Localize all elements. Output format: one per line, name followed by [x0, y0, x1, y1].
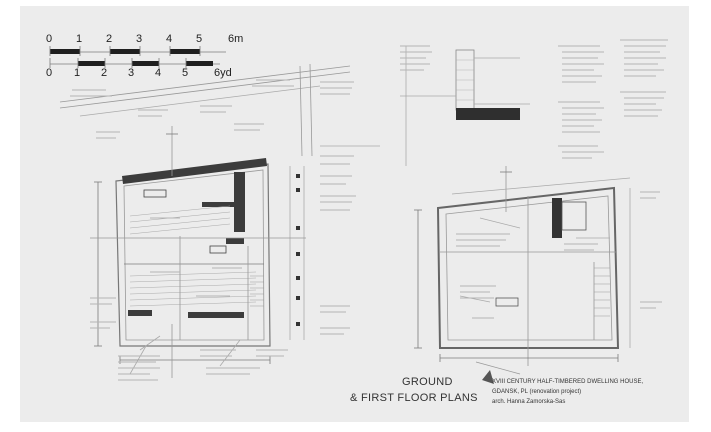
scale-imperial-unit: 6yd [214, 67, 232, 79]
scale-imperial-tick-1: 1 [74, 67, 81, 79]
scale-metric-tick-4: 4 [166, 33, 173, 45]
drawing-sheet: 0 1 2 3 4 5 6m 0 1 2 3 4 5 6yd GROUND & … [20, 6, 689, 422]
scale-metric-tick-0: 0 [46, 33, 53, 45]
scale-imperial-tick-4: 4 [155, 67, 162, 79]
first-floor-plan [414, 166, 631, 384]
sheet-title-line1: GROUND [402, 376, 453, 388]
scale-bar-metric [49, 46, 226, 56]
scale-imperial-tick-3: 3 [128, 67, 135, 79]
scale-metric-tick-1: 1 [76, 33, 83, 45]
project-author: arch. Hanna Zamorska-Sas [492, 399, 566, 405]
section-detail [400, 46, 530, 166]
sheet-title-line2: & FIRST FLOOR PLANS [350, 392, 478, 404]
annotation-blocks [70, 39, 668, 381]
project-location: GDANSK, PL (renovation project) [492, 389, 582, 395]
scale-metric-tick-3: 3 [136, 33, 143, 45]
scale-metric-unit: 6m [228, 33, 244, 45]
scale-metric-tick-5: 5 [196, 33, 203, 45]
scale-imperial-tick-2: 2 [101, 67, 108, 79]
project-name: XVIII CENTURY HALF-TIMBERED DWELLING HOU… [492, 379, 644, 385]
scale-bar-imperial [49, 58, 220, 68]
scale-metric-tick-2: 2 [106, 33, 113, 45]
scale-imperial-tick-5: 5 [182, 67, 189, 79]
scale-imperial-tick-0: 0 [46, 67, 53, 79]
floor-plan-drawing [49, 39, 668, 384]
ground-floor-plan [90, 126, 380, 378]
